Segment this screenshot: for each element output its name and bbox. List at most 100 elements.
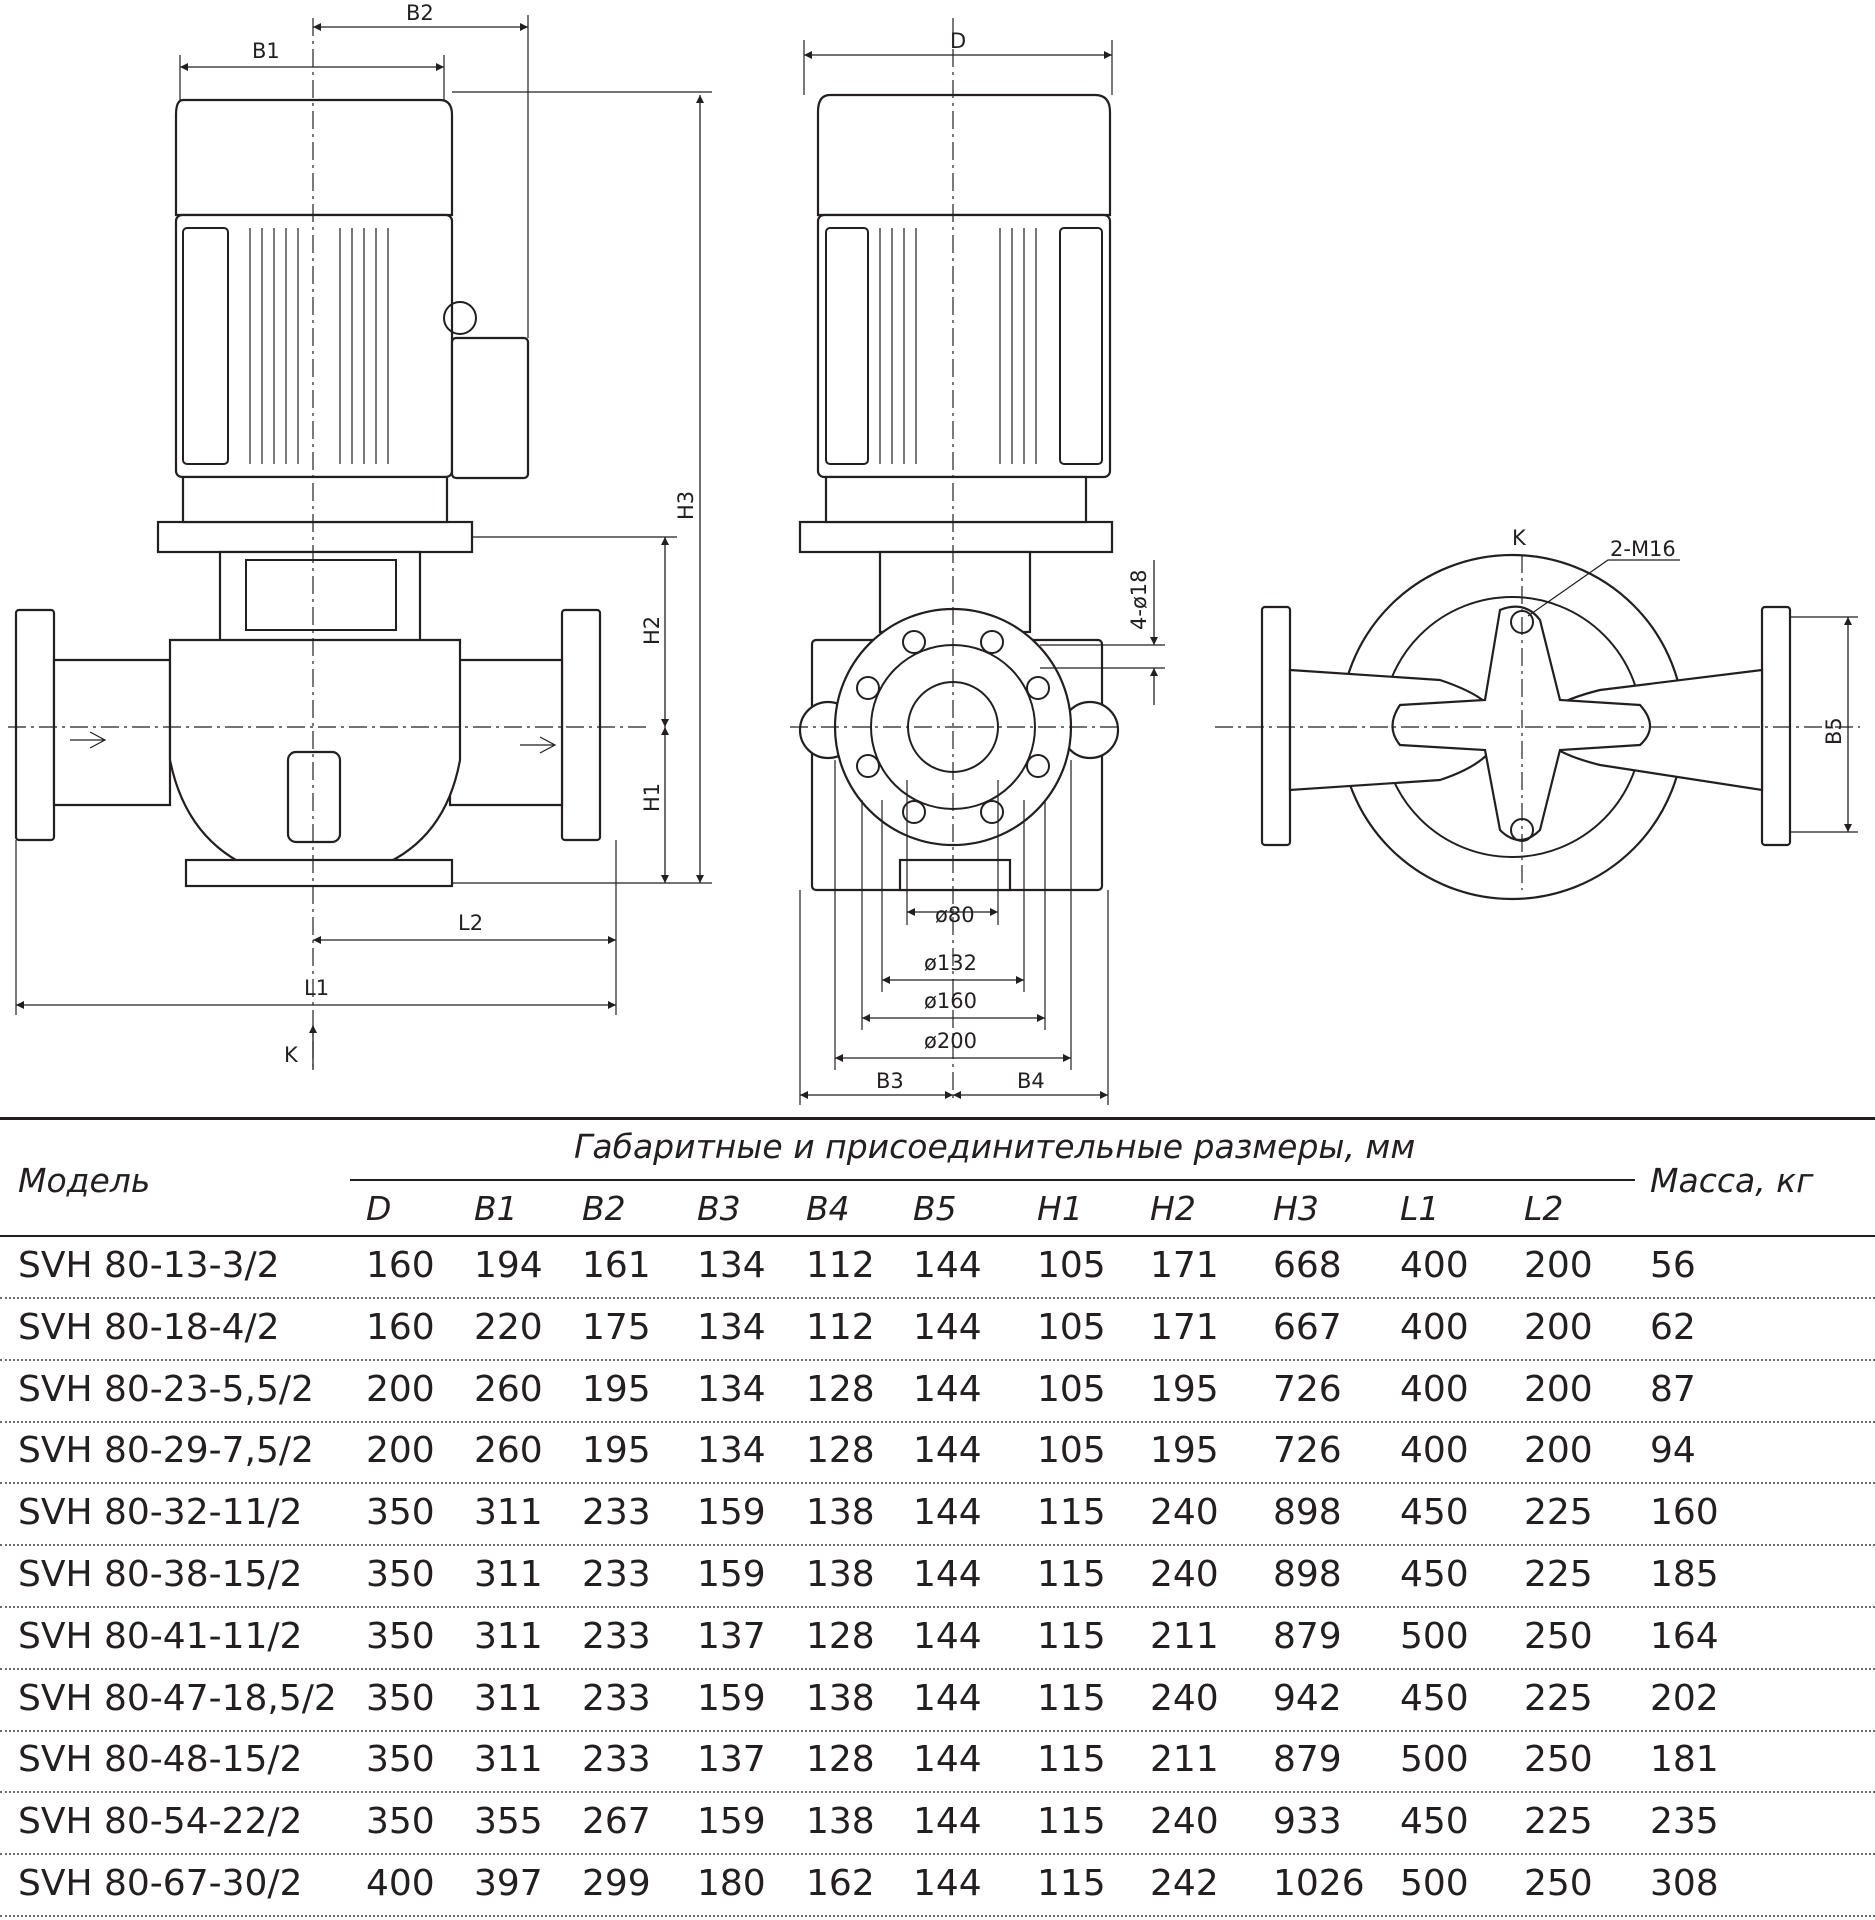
mass-cell: 308 bbox=[1650, 1863, 1719, 1904]
value-cell-h2: 211 bbox=[1150, 1739, 1219, 1781]
value-cell-b1: 220 bbox=[474, 1306, 543, 1348]
value-cell-l2: 250 bbox=[1524, 1863, 1593, 1904]
model-cell: SVH 80-48-15/2 bbox=[18, 1739, 303, 1781]
column-header-l2: L2 bbox=[1524, 1189, 1564, 1228]
value-cell-b5: 144 bbox=[913, 1554, 982, 1595]
value-cell-l1: 450 bbox=[1400, 1554, 1469, 1595]
row-divider bbox=[0, 1544, 1875, 1547]
mass-cell: 160 bbox=[1650, 1492, 1719, 1534]
value-cell-l1: 500 bbox=[1400, 1863, 1469, 1904]
value-cell-b5: 144 bbox=[913, 1430, 982, 1472]
value-cell-b4: 128 bbox=[806, 1430, 875, 1472]
value-cell-h3: 898 bbox=[1273, 1492, 1342, 1534]
value-cell-h1: 115 bbox=[1037, 1801, 1106, 1843]
column-header-b4: B4 bbox=[806, 1189, 850, 1228]
front-b2-label: B2 bbox=[406, 1, 434, 25]
value-cell-l1: 450 bbox=[1400, 1492, 1469, 1534]
value-cell-h1: 115 bbox=[1037, 1863, 1106, 1904]
value-cell-b3: 134 bbox=[697, 1368, 766, 1410]
value-cell-h3: 879 bbox=[1273, 1615, 1342, 1657]
column-header-b1: B1 bbox=[474, 1189, 518, 1228]
value-cell-b4: 112 bbox=[806, 1245, 875, 1286]
value-cell-b4: 138 bbox=[806, 1801, 875, 1843]
value-cell-b5: 144 bbox=[913, 1306, 982, 1348]
value-cell-b5: 144 bbox=[913, 1739, 982, 1781]
value-cell-b2: 161 bbox=[582, 1245, 651, 1286]
value-cell-d: 350 bbox=[366, 1492, 435, 1534]
value-cell-l2: 250 bbox=[1524, 1615, 1593, 1657]
value-cell-d: 200 bbox=[366, 1368, 435, 1410]
value-cell-l2: 250 bbox=[1524, 1739, 1593, 1781]
value-cell-h1: 105 bbox=[1037, 1368, 1106, 1410]
model-cell: SVH 80-13-3/2 bbox=[18, 1245, 280, 1286]
value-cell-d: 350 bbox=[366, 1801, 435, 1843]
top-bolts-label: 2-M16 bbox=[1610, 537, 1676, 561]
value-cell-b1: 311 bbox=[474, 1615, 543, 1657]
front-view: B1 B2 H3 H2 H1 L2 L1 K bbox=[8, 1, 712, 1070]
value-cell-b3: 134 bbox=[697, 1245, 766, 1286]
value-cell-b2: 195 bbox=[582, 1368, 651, 1410]
value-cell-h1: 115 bbox=[1037, 1554, 1106, 1595]
row-divider bbox=[0, 1297, 1875, 1299]
value-cell-l1: 400 bbox=[1400, 1430, 1469, 1472]
value-cell-l2: 225 bbox=[1524, 1554, 1593, 1595]
value-cell-l1: 400 bbox=[1400, 1245, 1469, 1286]
column-header-l1: L1 bbox=[1400, 1189, 1440, 1228]
value-cell-h3: 942 bbox=[1273, 1677, 1342, 1719]
side-holes-label: 4-ø18 bbox=[1127, 569, 1151, 630]
row-divider bbox=[0, 1729, 1875, 1732]
value-cell-b2: 195 bbox=[582, 1430, 651, 1472]
value-cell-b2: 175 bbox=[582, 1306, 651, 1348]
model-cell: SVH 80-38-15/2 bbox=[18, 1554, 303, 1595]
value-cell-l1: 450 bbox=[1400, 1677, 1469, 1719]
value-cell-d: 200 bbox=[366, 1430, 435, 1472]
column-header-d: D bbox=[366, 1189, 392, 1228]
mass-cell: 87 bbox=[1650, 1368, 1696, 1410]
value-cell-h3: 667 bbox=[1273, 1306, 1342, 1348]
value-cell-b1: 260 bbox=[474, 1368, 543, 1410]
value-cell-l1: 450 bbox=[1400, 1801, 1469, 1843]
value-cell-b1: 397 bbox=[474, 1863, 543, 1904]
value-cell-h3: 668 bbox=[1273, 1245, 1342, 1286]
value-cell-h3: 726 bbox=[1273, 1368, 1342, 1410]
value-cell-b3: 137 bbox=[697, 1739, 766, 1781]
value-cell-b2: 233 bbox=[582, 1615, 651, 1657]
value-cell-l2: 200 bbox=[1524, 1306, 1593, 1348]
mass-cell: 164 bbox=[1650, 1615, 1719, 1657]
value-cell-l1: 400 bbox=[1400, 1306, 1469, 1348]
value-cell-h2: 171 bbox=[1150, 1306, 1219, 1348]
header-bottom-rule bbox=[0, 1235, 1875, 1237]
value-cell-h1: 105 bbox=[1037, 1306, 1106, 1348]
value-cell-d: 350 bbox=[366, 1615, 435, 1657]
pump-dimension-drawing: B1 B2 H3 H2 H1 L2 L1 K bbox=[8, 1, 1860, 1105]
value-cell-b4: 138 bbox=[806, 1492, 875, 1534]
value-cell-b5: 144 bbox=[913, 1801, 982, 1843]
value-cell-l2: 225 bbox=[1524, 1677, 1593, 1719]
value-cell-b4: 128 bbox=[806, 1368, 875, 1410]
value-cell-b3: 134 bbox=[697, 1306, 766, 1348]
side-d160-label: ø160 bbox=[924, 989, 977, 1013]
row-divider bbox=[0, 1420, 1875, 1423]
mass-column-header: Масса, кг bbox=[1650, 1161, 1814, 1200]
side-view: D 4-ø18 ø80 ø132 ø160 ø200 B3 B4 bbox=[790, 18, 1165, 1105]
value-cell-b1: 311 bbox=[474, 1492, 543, 1534]
model-cell: SVH 80-32-11/2 bbox=[18, 1492, 303, 1534]
value-cell-b3: 180 bbox=[697, 1863, 766, 1904]
row-divider bbox=[0, 1853, 1875, 1856]
side-b4-label: B4 bbox=[1017, 1069, 1045, 1093]
value-cell-b3: 159 bbox=[697, 1677, 766, 1719]
value-cell-b2: 299 bbox=[582, 1863, 651, 1904]
mass-cell: 185 bbox=[1650, 1554, 1719, 1595]
top-view: K 2-M16 B5 bbox=[1215, 526, 1860, 901]
side-d-label: D bbox=[950, 29, 966, 53]
value-cell-b4: 112 bbox=[806, 1306, 875, 1348]
value-cell-d: 160 bbox=[366, 1306, 435, 1348]
model-cell: SVH 80-23-5,5/2 bbox=[18, 1368, 314, 1410]
value-cell-h2: 240 bbox=[1150, 1801, 1219, 1843]
side-d200-label: ø200 bbox=[924, 1029, 977, 1053]
